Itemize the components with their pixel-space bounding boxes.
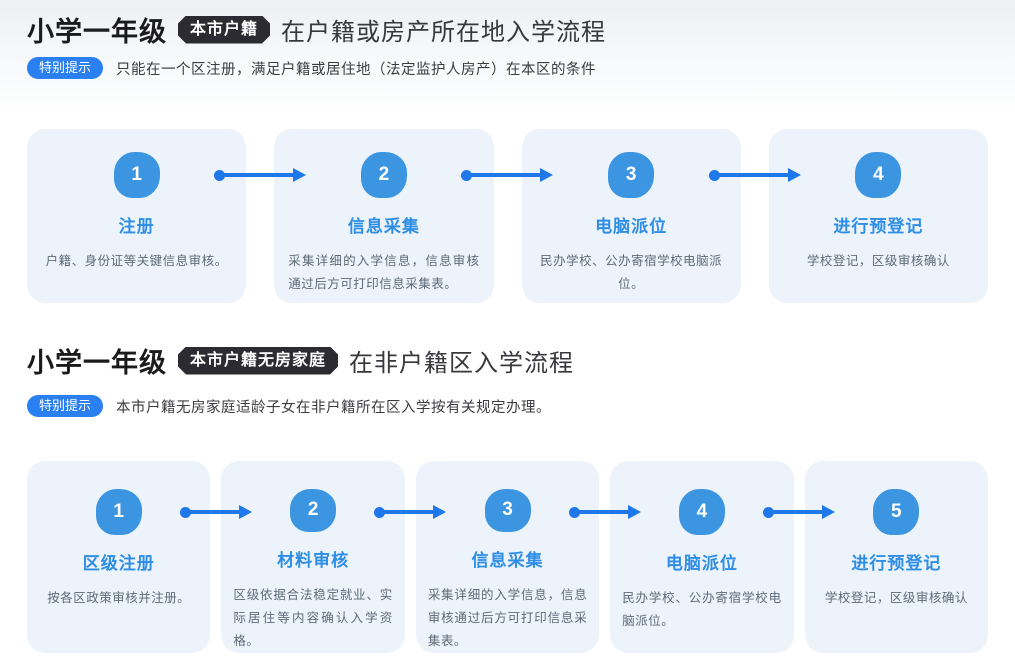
section1-category-badge: 本市户籍 bbox=[178, 16, 270, 44]
flow-arrow bbox=[569, 504, 641, 520]
section2-tip: 特别提示 本市户籍无房家庭适龄子女在非户籍所在区入学按有关规定办理。 bbox=[27, 395, 988, 417]
arrow-head-icon bbox=[540, 168, 553, 182]
step-number-badge: 3 bbox=[484, 489, 531, 532]
page: 小学一年级 本市户籍 在户籍或房产所在地入学流程 特别提示 只能在一个区注册，满… bbox=[27, 0, 989, 653]
arrow-dot-icon bbox=[763, 506, 774, 518]
step-description: 民办学校、公办寄宿学校电脑派位。 bbox=[540, 254, 723, 292]
flow2-step1-card: 1 区级注册 按各区政策审核并注册。 bbox=[27, 461, 211, 653]
arrow-head-icon bbox=[822, 505, 835, 519]
flow1-step3-card: 3 电脑派位 民办学校、公办寄宿学校电脑派位。 bbox=[521, 129, 741, 303]
step-number-badge: 1 bbox=[95, 489, 142, 535]
section1-tip-pill: 特别提示 bbox=[27, 57, 104, 79]
step-description: 区级依据合法稳定就业、实际居住等内容确认入学资格。 bbox=[233, 587, 393, 648]
step-description: 学校登记，区级审核确认 bbox=[806, 254, 950, 268]
arrow-dot-icon bbox=[461, 169, 472, 181]
section2-title-suffix: 在非户籍区入学流程 bbox=[349, 350, 575, 377]
arrow-line bbox=[383, 510, 435, 514]
flow-arrow bbox=[214, 167, 306, 183]
step-number-badge: 4 bbox=[678, 489, 725, 535]
section1-tip-text: 只能在一个区注册，满足户籍或居住地（法定监护人房产）在本区的条件 bbox=[116, 61, 597, 78]
step-title: 信息采集 bbox=[347, 217, 420, 236]
step-description: 采集详细的入学信息，信息审核通过后方可打印信息采集表。 bbox=[288, 254, 480, 292]
step-description: 采集详细的入学信息，信息审核通过后方可打印信息采集表。 bbox=[427, 587, 588, 648]
arrow-line bbox=[772, 510, 824, 514]
arrow-head-icon bbox=[293, 168, 306, 182]
arrow-head-icon bbox=[433, 505, 446, 519]
step-title: 材料审核 bbox=[277, 550, 350, 570]
section2-tip-pill: 特别提示 bbox=[27, 395, 104, 417]
step-title: 注册 bbox=[118, 217, 155, 236]
flow2-step2-card: 2 材料审核 区级依据合法稳定就业、实际居住等内容确认入学资格。 bbox=[221, 461, 405, 653]
step-number-badge: 1 bbox=[113, 152, 160, 198]
section2-tip-text: 本市户籍无房家庭适龄子女在非户籍所在区入学按有关规定办理。 bbox=[116, 399, 552, 416]
arrow-line bbox=[189, 510, 241, 514]
flow-arrow bbox=[763, 504, 835, 520]
step-number-badge: 5 bbox=[873, 489, 920, 535]
section2-category-badge: 本市户籍无房家庭 bbox=[178, 347, 338, 375]
section1-heading: 小学一年级 本市户籍 在户籍或房产所在地入学流程 bbox=[27, 12, 988, 47]
arrow-dot-icon bbox=[214, 169, 225, 181]
section1-tip: 特别提示 只能在一个区注册，满足户籍或居住地（法定监护人房产）在本区的条件 bbox=[27, 57, 988, 79]
flow1-step2-card: 2 信息采集 采集详细的入学信息，信息审核通过后方可打印信息采集表。 bbox=[274, 129, 494, 303]
flow-arrow bbox=[461, 167, 553, 183]
step-title: 电脑派位 bbox=[595, 217, 668, 236]
section2-heading: 小学一年级 本市户籍无房家庭 在非户籍区入学流程 bbox=[27, 343, 988, 378]
flow2-step5-card: 5 进行预登记 学校登记，区级审核确认 bbox=[804, 461, 989, 653]
section2-flow: 1 区级注册 按各区政策审核并注册。 2 材料审核 区级依据合法稳定就业、实际居… bbox=[27, 461, 989, 653]
step-title: 进行预登记 bbox=[833, 217, 924, 236]
arrow-head-icon bbox=[239, 505, 252, 519]
section1-flow: 1 注册 户籍、身份证等关键信息审核。 2 信息采集 采集详细的入学信息，信息审… bbox=[27, 129, 988, 303]
step-number-badge: 2 bbox=[290, 489, 337, 532]
step-number-badge: 3 bbox=[608, 152, 655, 198]
section2-grade-title: 小学一年级 bbox=[27, 348, 167, 378]
arrow-dot-icon bbox=[709, 169, 720, 181]
step-number-badge: 2 bbox=[360, 152, 407, 198]
flow1-step1-card: 1 注册 户籍、身份证等关键信息审核。 bbox=[27, 129, 247, 303]
arrow-dot-icon bbox=[374, 506, 385, 518]
arrow-line bbox=[470, 173, 542, 177]
step-title: 信息采集 bbox=[471, 550, 544, 570]
step-description: 民办学校、公办寄宿学校电脑派位。 bbox=[622, 591, 782, 629]
step-title: 电脑派位 bbox=[665, 554, 738, 573]
flow2-step4-card: 4 电脑派位 民办学校、公办寄宿学校电脑派位。 bbox=[610, 461, 794, 653]
flow1-step4-card: 4 进行预登记 学校登记，区级审核确认 bbox=[768, 129, 988, 303]
flow-arrow bbox=[374, 504, 446, 520]
arrow-dot-icon bbox=[180, 506, 191, 518]
step-title: 区级注册 bbox=[82, 554, 155, 573]
step-description: 户籍、身份证等关键信息审核。 bbox=[45, 254, 228, 268]
step-description: 按各区政策审核并注册。 bbox=[47, 591, 191, 605]
arrow-line bbox=[223, 173, 295, 177]
arrow-dot-icon bbox=[569, 506, 580, 518]
flow-arrow bbox=[180, 504, 252, 520]
section1-grade-title: 小学一年级 bbox=[27, 17, 167, 47]
step-title: 进行预登记 bbox=[851, 554, 942, 573]
arrow-head-icon bbox=[788, 168, 801, 182]
arrow-line bbox=[718, 173, 790, 177]
step-number-badge: 4 bbox=[855, 152, 902, 198]
step-description: 学校登记，区级审核确认 bbox=[824, 591, 968, 605]
flow-arrow bbox=[709, 167, 801, 183]
section1-title-suffix: 在户籍或房产所在地入学流程 bbox=[281, 19, 607, 46]
flow2-step3-card: 3 信息采集 采集详细的入学信息，信息审核通过后方可打印信息采集表。 bbox=[415, 461, 600, 653]
arrow-head-icon bbox=[628, 505, 641, 519]
arrow-line bbox=[578, 510, 630, 514]
